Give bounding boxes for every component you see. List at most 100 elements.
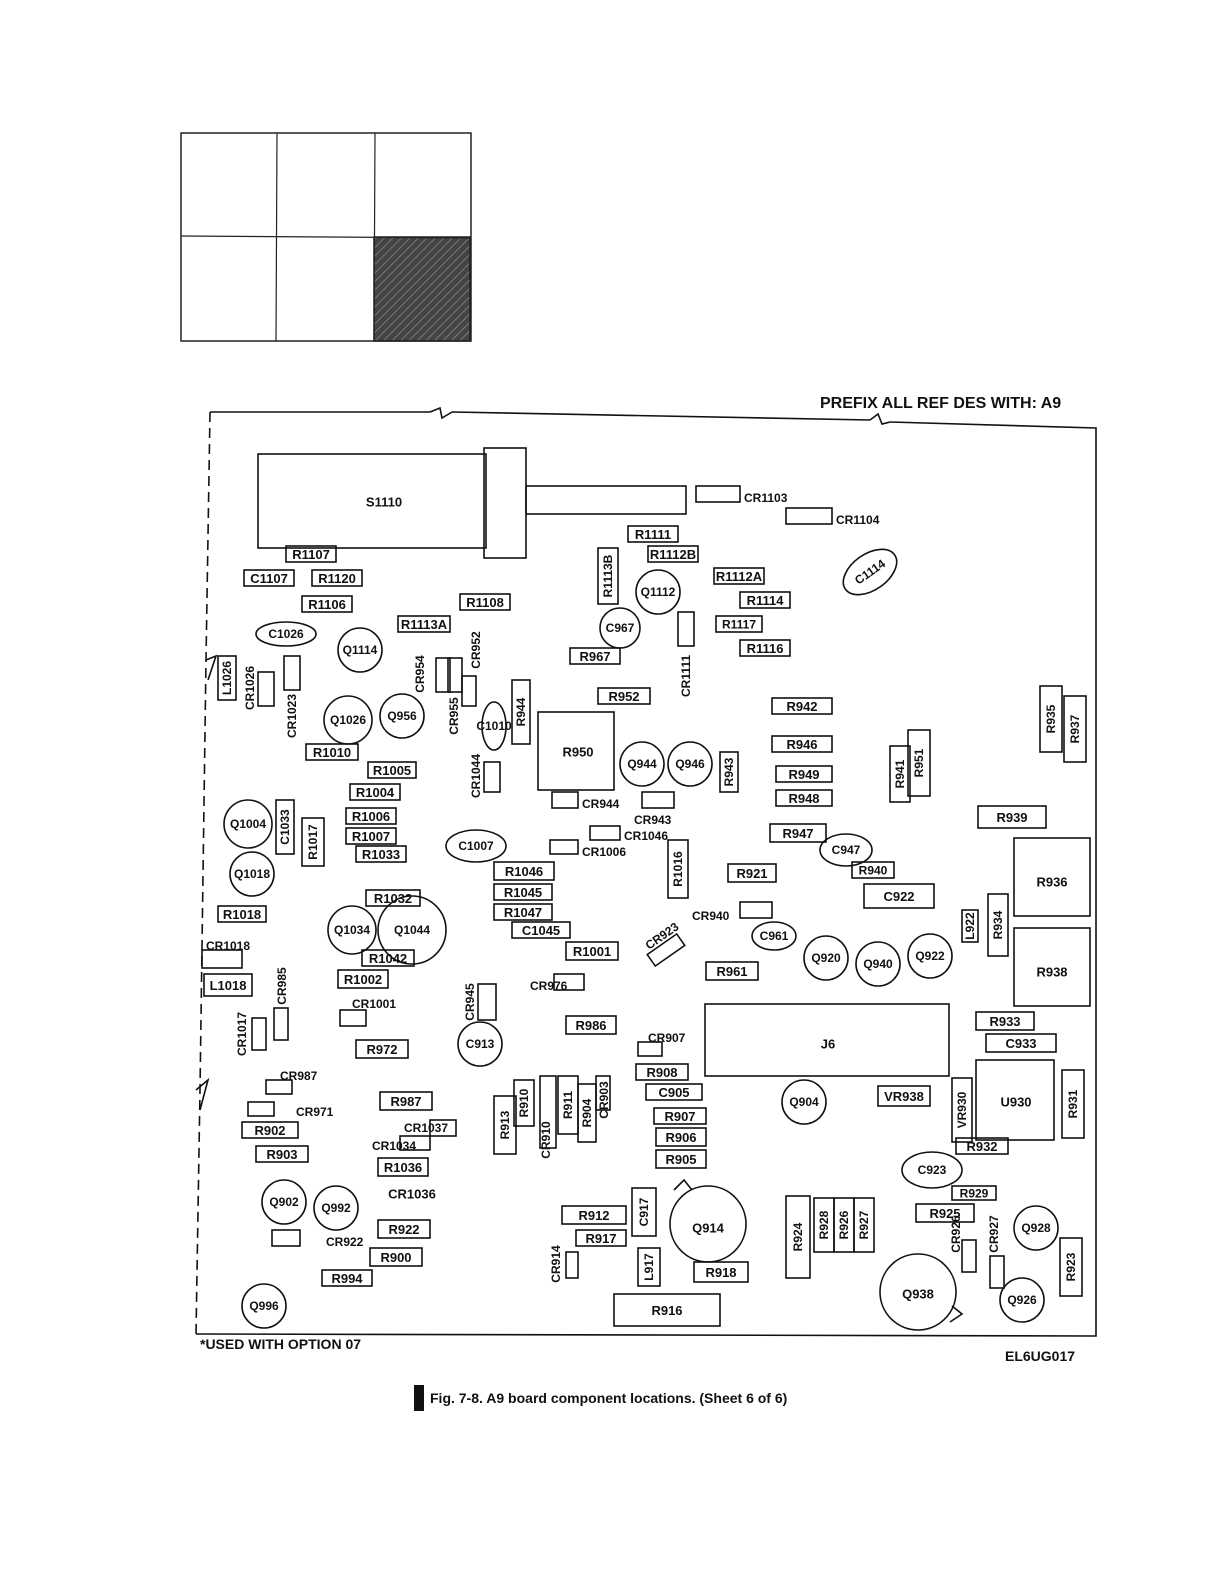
ref-label-q1018: Q1018 — [234, 867, 270, 881]
component-q940: Q940 — [855, 941, 901, 987]
component-cr944: CR944 — [551, 791, 620, 811]
component-q926: Q926 — [999, 1277, 1045, 1323]
component-q992: Q992 — [313, 1185, 359, 1231]
ref-label-c947: C947 — [832, 843, 861, 857]
connector-j6 — [704, 1003, 950, 1077]
ref-label-l1018: L1018 — [210, 978, 247, 993]
ref-label-r987: R987 — [390, 1094, 421, 1109]
drawing-code: EL6UG017 — [1005, 1348, 1076, 1364]
component-cr910: CR910 — [539, 1075, 557, 1159]
ref-label-r912: R912 — [578, 1208, 609, 1223]
component-c905: C905 — [645, 1083, 703, 1101]
ref-label-cr955: CR955 — [447, 697, 461, 735]
ref-label-r1112b: R1112B — [650, 547, 696, 562]
component-cr914: CR914 — [549, 1245, 579, 1283]
ref-label-l922: L922 — [963, 912, 977, 940]
component-q920: Q920 — [803, 935, 849, 981]
component-c967: C967 — [599, 607, 641, 649]
component-c933: C933 — [985, 1033, 1057, 1053]
component-r916: R916 — [613, 1293, 721, 1327]
component-r937: R937 — [1063, 695, 1087, 763]
component-r913: R913 — [493, 1095, 517, 1155]
ref-label-cr926: CR926 — [949, 1215, 963, 1253]
ref-label-r986: R986 — [575, 1018, 606, 1033]
component-r1112b: R1112B — [647, 545, 699, 563]
ref-label-r942: R942 — [786, 699, 817, 714]
ref-label-r904: R904 — [580, 1098, 594, 1127]
ref-label-r948: R948 — [788, 791, 819, 806]
ref-label-r918: R918 — [705, 1265, 736, 1280]
ref-label-cr1111: CR1111 — [679, 655, 693, 697]
ref-label-c923: C923 — [918, 1163, 947, 1177]
component-r947: R947 — [769, 823, 827, 843]
ref-label-cr1017: CR1017 — [235, 1012, 249, 1056]
component-r908: R908 — [635, 1063, 689, 1081]
ref-label-cr987: CR987 — [280, 1069, 318, 1083]
component-r903: R903 — [255, 1145, 309, 1163]
ref-label-c967: C967 — [606, 621, 635, 635]
component-q1004: Q1004 — [223, 799, 273, 849]
component-u930-body — [975, 1059, 1055, 1141]
component-r936: R936 — [1036, 875, 1067, 890]
ref-label-r967: R967 — [579, 649, 610, 664]
component-r931: R931 — [1061, 1069, 1085, 1139]
component-cr1103: CR1103 — [695, 485, 788, 505]
ref-label-cr944: CR944 — [582, 797, 620, 811]
ref-label-r961: R961 — [716, 964, 747, 979]
ref-label-c961: C961 — [760, 929, 789, 943]
component-r952: R952 — [597, 687, 651, 705]
component-l917: L917 — [637, 1247, 661, 1287]
component-r932: R932 — [955, 1137, 1009, 1155]
component-q996: Q996 — [241, 1283, 287, 1329]
component-r933: R933 — [975, 1011, 1035, 1031]
ref-label-vr930: VR930 — [955, 1091, 969, 1128]
ref-label-cr1001: CR1001 — [352, 997, 396, 1011]
ref-label-r1112a: R1112A — [716, 569, 763, 584]
ref-label-r931: R931 — [1066, 1089, 1080, 1118]
ref-label-c913: C913 — [466, 1037, 495, 1051]
component-cr987: CR987 — [265, 1069, 318, 1095]
component-r926: R926 — [833, 1197, 855, 1253]
component-r906: R906 — [655, 1127, 707, 1147]
ref-label-r1106: R1106 — [308, 597, 346, 612]
ref-label-r1002: R1002 — [344, 972, 382, 987]
component-r929: R929 — [951, 1185, 997, 1201]
ref-label-c917: C917 — [637, 1197, 651, 1226]
component-r961: R961 — [705, 961, 759, 981]
ref-label-cr1018: CR1018 — [206, 939, 250, 953]
ref-label-cr954: CR954 — [413, 655, 427, 693]
ref-label-cr1104: CR1104 — [836, 513, 880, 527]
component-r910: R910 — [513, 1079, 535, 1127]
ref-label-q944: Q944 — [627, 757, 657, 771]
component-r940: R940 — [851, 861, 895, 879]
component-r1045: R1045 — [493, 883, 553, 901]
ref-label-r946: R946 — [786, 737, 817, 752]
ref-label-r1120: R1120 — [318, 571, 356, 586]
ref-label-u930: U930 — [1000, 1095, 1031, 1110]
component-r967: R967 — [569, 647, 621, 665]
ref-label-r940: R940 — [859, 864, 888, 878]
ref-label-j6: J6 — [821, 1037, 835, 1052]
component-l922: L922 — [961, 909, 979, 943]
ref-label-cr1103: CR1103 — [744, 491, 788, 505]
component-r1112a: R1112A — [713, 567, 765, 585]
component-r1017: R1017 — [301, 817, 325, 867]
ref-label-r929: R929 — [960, 1187, 989, 1201]
component-r939: R939 — [977, 805, 1047, 829]
component-r1114: R1114 — [739, 591, 791, 609]
component-r1036: R1036 — [377, 1157, 429, 1177]
component-r1010: R1010 — [305, 743, 359, 761]
component-r922: R922 — [377, 1219, 431, 1239]
ref-label-r949: R949 — [788, 767, 819, 782]
component-r946: R946 — [771, 735, 833, 753]
component-vr930: VR930 — [951, 1077, 973, 1143]
ref-label-q904: Q904 — [789, 1095, 819, 1109]
ref-label-r934: R934 — [991, 910, 1005, 939]
component-q904: Q904 — [781, 1079, 827, 1125]
option-footnote: *USED WITH OPTION 07 — [200, 1336, 362, 1352]
component-r1002: R1002 — [337, 969, 389, 989]
ref-label-r1010: R1010 — [313, 745, 351, 760]
component-r936-body — [1013, 837, 1091, 917]
component-r950-body — [537, 711, 615, 791]
component-cr1111: CR1111 — [677, 611, 695, 697]
